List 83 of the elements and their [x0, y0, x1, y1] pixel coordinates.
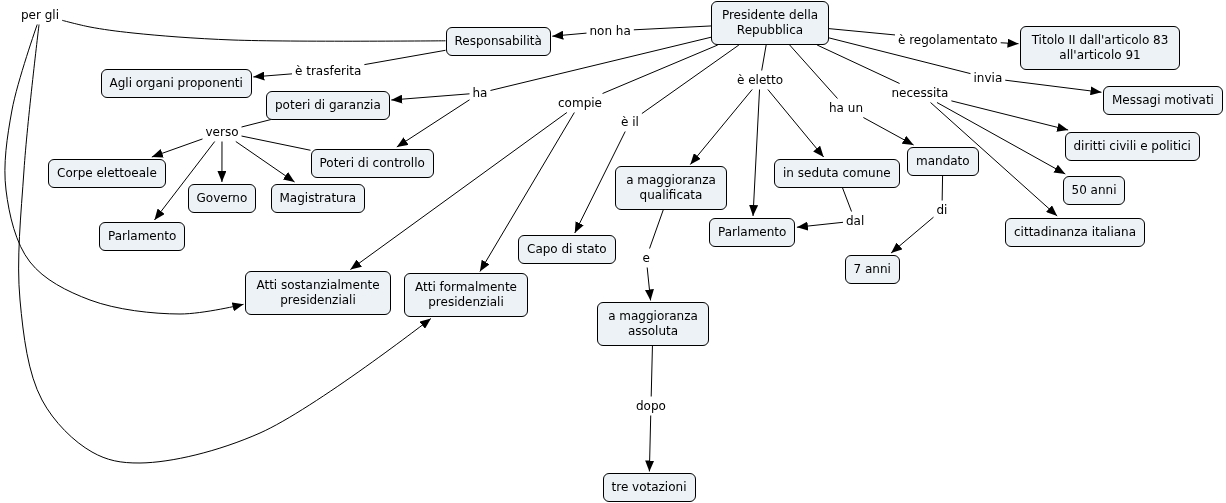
- arrow: [767, 89, 825, 158]
- concept-box: in seduta comune: [774, 158, 900, 188]
- arrow: [479, 112, 575, 272]
- arrow: [1000, 38, 1019, 48]
- concept-box: diritti civili e politici: [1064, 131, 1200, 161]
- arrow: [1004, 79, 1102, 96]
- connector-line: [650, 345, 653, 397]
- connector-line: [241, 119, 272, 128]
- connector-line: [602, 44, 719, 94]
- concept-box: mandato: [907, 146, 979, 176]
- linking-phrase: è trasferita: [294, 63, 363, 79]
- connector-line: [789, 44, 838, 99]
- arrow: [18, 24, 432, 464]
- concept-box: Parlamento: [709, 217, 796, 247]
- concept-box: Atti sostanzialmente presidenziali: [245, 271, 391, 315]
- concept-box: Atti formalmente presidenziali: [404, 273, 528, 317]
- linking-phrase: ha un: [828, 100, 864, 116]
- arrow: [154, 141, 216, 221]
- linking-phrase: è eletto: [736, 72, 785, 88]
- connector-line: [941, 175, 944, 201]
- arrow: [574, 131, 626, 234]
- connector-line: [828, 37, 971, 75]
- arrow: [252, 71, 293, 81]
- concept-box: tre votazioni: [602, 473, 696, 502]
- arrow: [950, 100, 1069, 132]
- arrow: [689, 89, 753, 165]
- connector-line: [61, 19, 446, 42]
- arrow: [4, 24, 244, 315]
- concept-box: poteri di garanzia: [266, 90, 390, 120]
- concept-box: Parlamento: [99, 221, 186, 251]
- concept-box: Messagi motivati: [1103, 85, 1223, 115]
- arrow: [151, 138, 203, 158]
- concept-box: 7 anni: [844, 254, 900, 284]
- linking-phrase: è regolamentato: [897, 32, 999, 48]
- arrow: [217, 141, 227, 183]
- arrow: [645, 415, 655, 472]
- connector-line: [828, 28, 896, 36]
- concept-box: cittadinanza italiana: [1005, 217, 1146, 247]
- concept-box: Responsabilità: [445, 26, 551, 56]
- linking-phrase: di: [935, 202, 949, 218]
- connector-line: [363, 49, 446, 66]
- connector-line: [633, 25, 712, 31]
- linking-phrase: ha: [471, 85, 489, 101]
- connector-line: [761, 44, 767, 71]
- concept-box: Poteri di controllo: [310, 148, 434, 178]
- arrow: [930, 102, 1058, 217]
- arrow: [551, 30, 587, 40]
- linking-phrase: è il: [620, 114, 640, 130]
- linking-phrase: dopo: [635, 398, 667, 414]
- connector-line: [641, 44, 740, 115]
- concept-box: 50 anni: [1062, 175, 1126, 205]
- concept-box: Presidente della Repubblica: [711, 1, 829, 45]
- linking-phrase: verso: [204, 124, 240, 140]
- linking-phrase: dal: [845, 213, 866, 229]
- arrow: [235, 141, 296, 183]
- concept-box: a maggioranza qualificata: [615, 166, 727, 210]
- connector-line: [841, 187, 853, 212]
- arrow: [644, 267, 654, 301]
- arrow: [936, 102, 1066, 175]
- linking-phrase: invia: [972, 70, 1004, 86]
- arrow: [349, 112, 568, 270]
- concept-box: Governo: [187, 183, 257, 213]
- connector-line: [489, 36, 712, 91]
- connector-line: [241, 135, 311, 151]
- arrow: [390, 93, 470, 104]
- connector-line: [649, 209, 664, 249]
- concept-box: Capo di stato: [518, 234, 616, 264]
- linking-phrase: non ha: [588, 23, 632, 39]
- connector-line: [816, 44, 901, 84]
- arrow: [862, 117, 915, 146]
- arrow: [749, 89, 761, 217]
- concept-box: Titolo II dall'articolo 83 all'articolo 91: [1020, 26, 1180, 70]
- arrow: [890, 216, 934, 254]
- concept-box: Corpe elettoeale: [48, 158, 166, 188]
- concept-box: a maggioranza assoluta: [597, 302, 709, 346]
- linking-phrase: e: [641, 250, 651, 266]
- linking-phrase: compie: [557, 95, 603, 111]
- concept-box: Agli organi proponenti: [100, 68, 252, 98]
- linking-phrase: per gli: [20, 7, 61, 23]
- linking-phrase: necessita: [890, 85, 950, 101]
- arrow: [396, 99, 470, 148]
- concept-box: Magistratura: [270, 183, 365, 213]
- arrow: [796, 221, 844, 231]
